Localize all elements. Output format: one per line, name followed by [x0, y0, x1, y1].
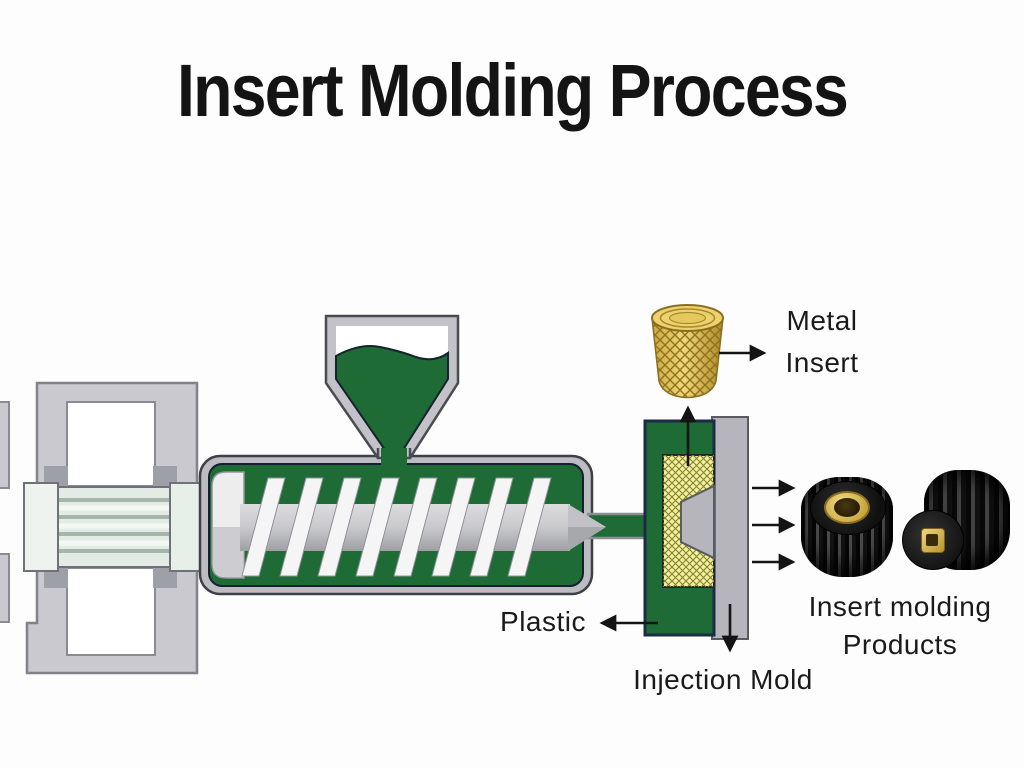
knob-insert-hole [926, 534, 938, 546]
knob-insert-hole [834, 498, 860, 517]
insert-cavity [662, 454, 715, 588]
label-injection-mold: Injection Mold [633, 664, 813, 695]
frame-edge-stubs [0, 401, 10, 623]
label-metal-insert: Metal Insert [762, 300, 882, 384]
page-title: Insert Molding Process [176, 49, 849, 132]
label-metal-insert-line1: Metal [786, 305, 858, 336]
hopper [324, 314, 460, 470]
mold-gray-plate [711, 416, 749, 640]
metal-insert-graphic [651, 304, 724, 399]
label-products-line1: Insert molding [808, 591, 992, 622]
reciprocating-screw [211, 471, 606, 579]
product-knob-side-view [900, 468, 1012, 574]
screw-flights [241, 477, 552, 577]
injection-mold [643, 416, 749, 640]
label-products-line2: Products [842, 628, 958, 660]
nozzle-channel [586, 512, 652, 540]
plastic-material [335, 345, 449, 451]
product-knob-front-view [801, 477, 893, 577]
drive-shaft [23, 482, 209, 572]
label-metal-insert-line2: Insert [785, 347, 859, 378]
label-insert-molding-products: Insert molding Products [790, 588, 1010, 664]
mold-core-protrusion [680, 484, 715, 560]
label-plastic: Plastic [500, 606, 586, 637]
